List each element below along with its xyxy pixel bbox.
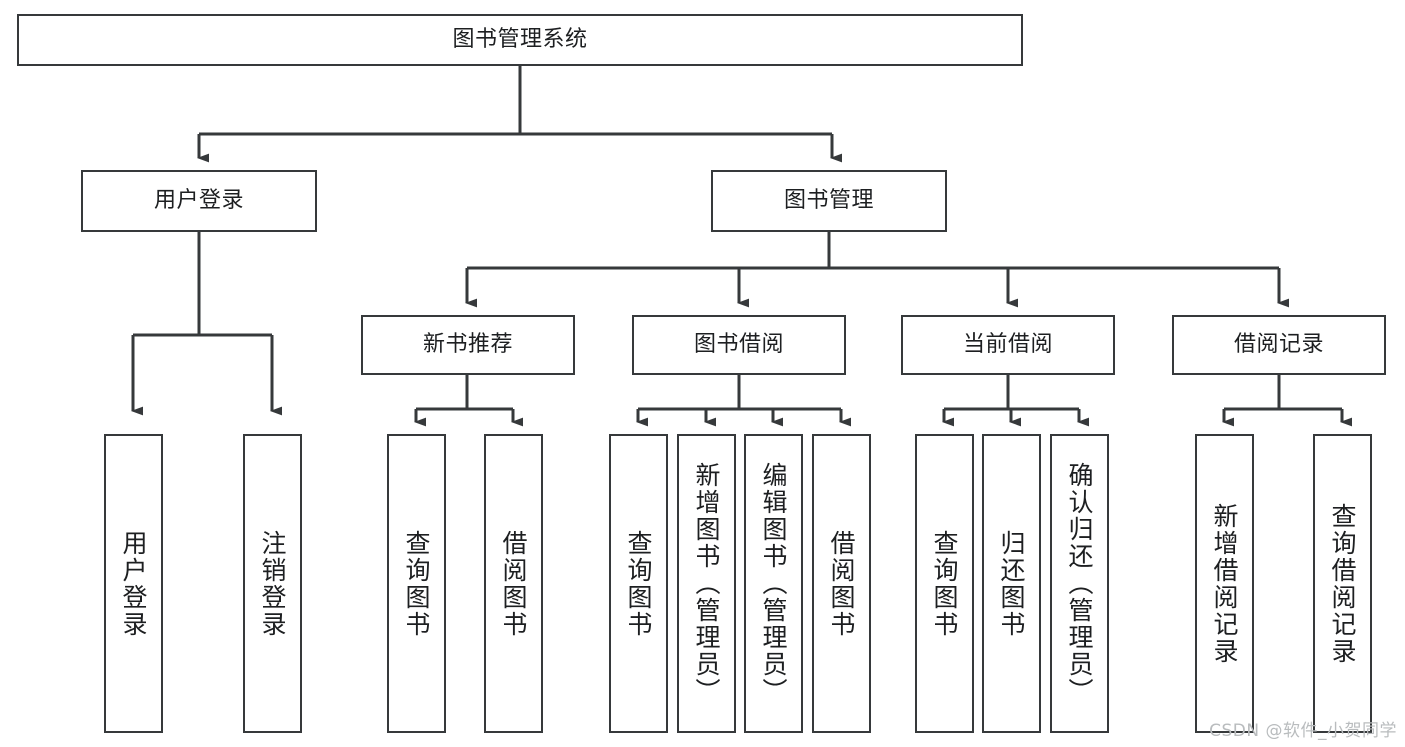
node-leaf-query-book-1-label: 查询图书 (402, 529, 431, 638)
node-current-borrow-label: 当前借阅 (962, 332, 1053, 358)
node-leaf-borrow-book-2-label: 借阅图书 (827, 529, 856, 638)
node-root-label: 图书管理系统 (452, 27, 588, 53)
node-borrow-record-label: 借阅记录 (1233, 332, 1324, 358)
node-leaf-query-book-2[interactable]: 查询图书 (609, 434, 668, 733)
node-leaf-confirm-return-admin[interactable]: 确认归还（管理员） (1050, 434, 1109, 733)
node-leaf-edit-book-admin-label: 编辑图书（管理员） (759, 462, 788, 705)
node-leaf-query-borrow-record-label: 查询借阅记录 (1328, 502, 1357, 665)
node-user-login[interactable]: 用户登录 (81, 170, 317, 232)
node-leaf-add-book-admin[interactable]: 新增图书（管理员） (677, 434, 736, 733)
node-leaf-query-book-1[interactable]: 查询图书 (387, 434, 446, 733)
node-new-book-recommend-label: 新书推荐 (422, 332, 513, 358)
node-leaf-return-book[interactable]: 归还图书 (982, 434, 1041, 733)
node-leaf-edit-book-admin[interactable]: 编辑图书（管理员） (744, 434, 803, 733)
node-leaf-user-login-label: 用户登录 (119, 529, 148, 638)
node-book-manage[interactable]: 图书管理 (711, 170, 947, 232)
node-current-borrow[interactable]: 当前借阅 (901, 315, 1115, 375)
node-leaf-user-login[interactable]: 用户登录 (104, 434, 163, 733)
node-leaf-logout-login-label: 注销登录 (258, 529, 287, 638)
node-leaf-add-book-admin-label: 新增图书（管理员） (692, 462, 721, 705)
node-leaf-add-borrow-record[interactable]: 新增借阅记录 (1195, 434, 1254, 733)
node-leaf-return-book-label: 归还图书 (997, 529, 1026, 638)
node-leaf-borrow-book-1[interactable]: 借阅图书 (484, 434, 543, 733)
node-root[interactable]: 图书管理系统 (17, 14, 1023, 66)
node-borrow-record[interactable]: 借阅记录 (1172, 315, 1386, 375)
node-leaf-confirm-return-admin-label: 确认归还（管理员） (1065, 462, 1094, 705)
node-book-borrow[interactable]: 图书借阅 (632, 315, 846, 375)
node-leaf-add-borrow-record-label: 新增借阅记录 (1210, 502, 1239, 665)
node-leaf-query-book-3[interactable]: 查询图书 (915, 434, 974, 733)
node-user-login-label: 用户登录 (153, 188, 244, 214)
node-leaf-query-book-3-label: 查询图书 (930, 529, 959, 638)
node-book-manage-label: 图书管理 (783, 188, 874, 214)
node-leaf-query-book-2-label: 查询图书 (624, 529, 653, 638)
node-leaf-borrow-book-2[interactable]: 借阅图书 (812, 434, 871, 733)
csdn-watermark: CSDN @软件_小贺同学 (1209, 721, 1397, 741)
node-book-borrow-label: 图书借阅 (693, 332, 784, 358)
node-leaf-borrow-book-1-label: 借阅图书 (499, 529, 528, 638)
node-new-book-recommend[interactable]: 新书推荐 (361, 315, 575, 375)
node-leaf-logout-login[interactable]: 注销登录 (243, 434, 302, 733)
node-leaf-query-borrow-record[interactable]: 查询借阅记录 (1313, 434, 1372, 733)
